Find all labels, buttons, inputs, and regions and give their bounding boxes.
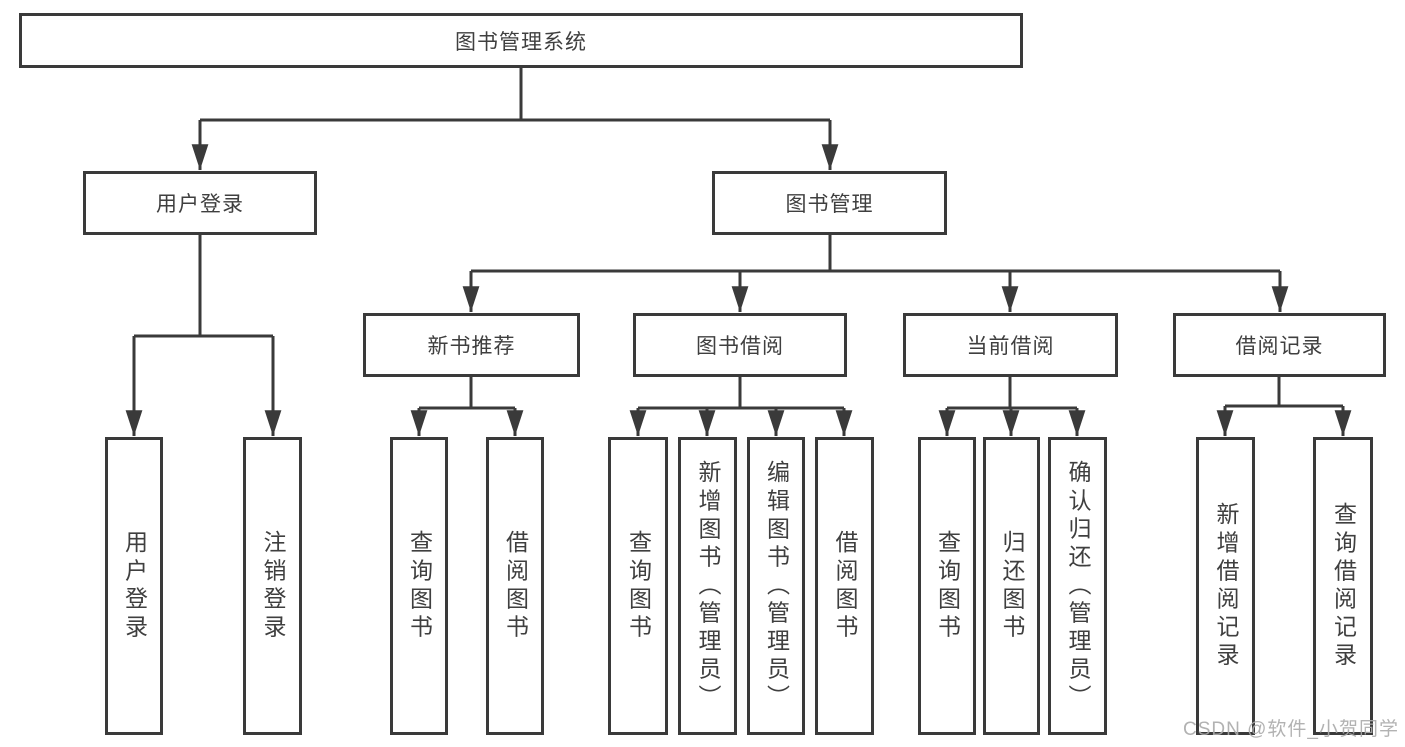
leaf-add-books-admin: 新增图书（管理员） bbox=[678, 437, 737, 735]
leaf-return-books-label: 归还图书 bbox=[999, 529, 1025, 643]
leaf-query-books-newbooks: 查询图书 bbox=[390, 437, 448, 735]
node-new-books: 新书推荐 bbox=[363, 313, 580, 377]
node-book-borrow-label: 图书借阅 bbox=[696, 335, 784, 358]
leaf-logout: 注销登录 bbox=[243, 437, 302, 735]
node-current-borrow: 当前借阅 bbox=[903, 313, 1118, 377]
leaf-confirm-return-admin-label: 确认归还（管理员） bbox=[1065, 459, 1091, 713]
node-current-borrow-label: 当前借阅 bbox=[966, 335, 1055, 358]
leaf-edit-books-admin: 编辑图书（管理员） bbox=[747, 437, 805, 735]
leaf-user-login: 用户登录 bbox=[105, 437, 163, 735]
leaf-user-login-label: 用户登录 bbox=[121, 529, 148, 643]
node-borrow-records-label: 借阅记录 bbox=[1235, 335, 1324, 358]
leaf-edit-books-admin-label: 编辑图书（管理员） bbox=[763, 459, 790, 713]
node-book-borrow: 图书借阅 bbox=[633, 313, 847, 377]
leaf-borrow-books: 借阅图书 bbox=[815, 437, 874, 735]
leaf-query-books-current: 查询图书 bbox=[918, 437, 976, 735]
leaf-add-borrow-record-label: 新增借阅记录 bbox=[1213, 501, 1239, 671]
leaf-query-books-borrow: 查询图书 bbox=[608, 437, 668, 735]
node-root-label: 图书管理系统 bbox=[455, 30, 587, 54]
leaf-logout-label: 注销登录 bbox=[260, 529, 286, 643]
leaf-add-books-admin-label: 新增图书（管理员） bbox=[695, 459, 721, 713]
leaf-query-books-current-label: 查询图书 bbox=[934, 529, 961, 643]
node-book-mgmt: 图书管理 bbox=[712, 171, 947, 235]
leaf-borrow-books-newbooks: 借阅图书 bbox=[486, 437, 544, 735]
node-borrow-records: 借阅记录 bbox=[1173, 313, 1386, 377]
node-new-books-label: 新书推荐 bbox=[427, 335, 516, 358]
node-user-login-label: 用户登录 bbox=[156, 193, 244, 216]
csdn-watermark: CSDN @软件_小贺同学 bbox=[1183, 719, 1399, 740]
node-root: 图书管理系统 bbox=[19, 13, 1023, 68]
leaf-query-books-newbooks-label: 查询图书 bbox=[406, 529, 433, 643]
node-user-login: 用户登录 bbox=[83, 171, 317, 235]
leaf-confirm-return-admin: 确认归还（管理员） bbox=[1048, 437, 1107, 735]
node-book-mgmt-label: 图书管理 bbox=[785, 193, 874, 216]
leaf-add-borrow-record: 新增借阅记录 bbox=[1196, 437, 1255, 735]
leaf-query-borrow-record-label: 查询借阅记录 bbox=[1330, 501, 1357, 671]
leaf-query-books-borrow-label: 查询图书 bbox=[625, 529, 652, 643]
leaf-borrow-books-label: 借阅图书 bbox=[832, 529, 858, 643]
leaf-query-borrow-record: 查询借阅记录 bbox=[1313, 437, 1373, 735]
leaf-borrow-books-newbooks-label: 借阅图书 bbox=[502, 529, 529, 643]
leaf-return-books: 归还图书 bbox=[983, 437, 1040, 735]
